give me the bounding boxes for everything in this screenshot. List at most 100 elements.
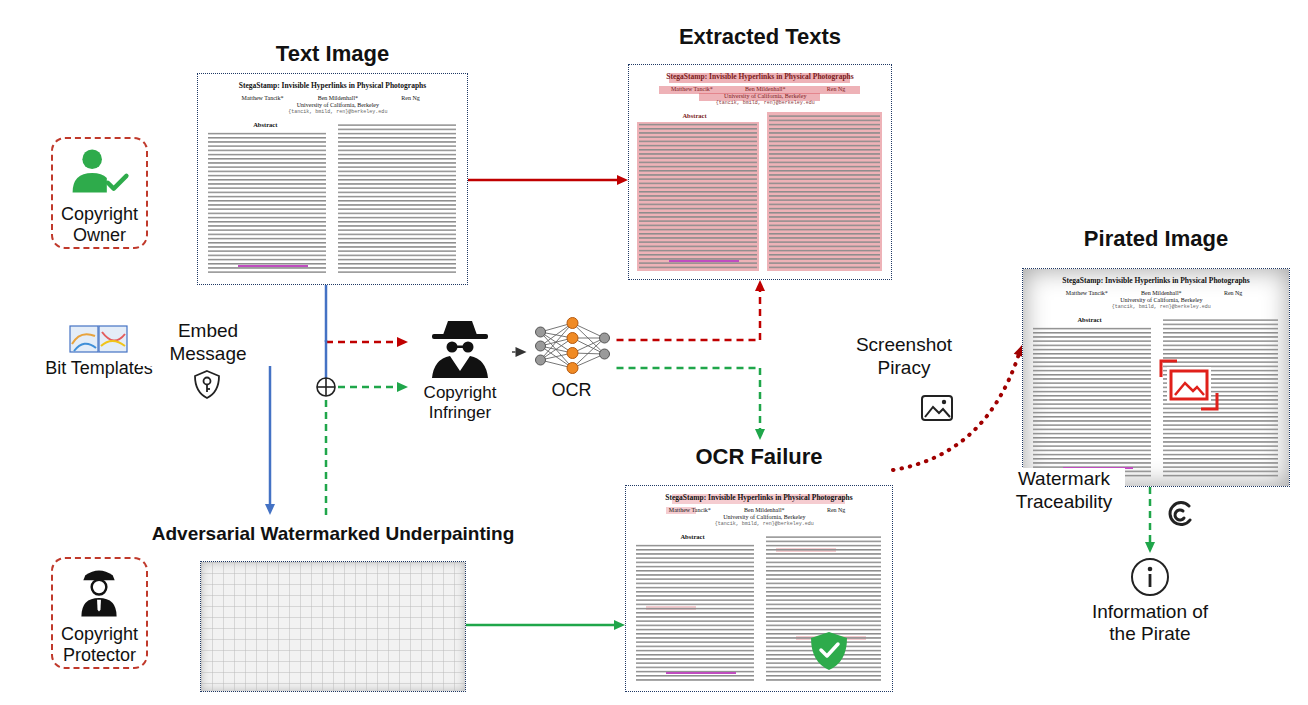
connector-segment [759, 368, 762, 429]
neural-network-icon [527, 314, 617, 376]
document-text: University of California, Berkeley [297, 102, 379, 108]
icon-holder [1060, 555, 1240, 601]
icon-holder [53, 565, 146, 624]
actor-box: Copyright Owner [51, 137, 148, 249]
icon-holder [408, 317, 512, 383]
image-heading: Text Image [276, 41, 389, 67]
document-text: StegaStamp: Invisible Hyperlinks in Phys… [666, 73, 853, 81]
connector-segment [269, 350, 272, 504]
info-icon [1060, 555, 1240, 597]
image-heading: Extracted Texts [679, 24, 841, 50]
connector-segment [326, 386, 397, 389]
connector [617, 368, 766, 440]
arrow-head [755, 280, 765, 291]
arrow-head [397, 337, 408, 347]
image-heading: Pirated Image [1084, 226, 1228, 252]
arrow-head [755, 429, 765, 440]
document-text: Ben Mildenhall* [1141, 290, 1182, 296]
document-text: {tancik, bmild, ren}@berkeley.edu [1112, 305, 1211, 310]
document-text: Matthew Tancik* [669, 507, 711, 513]
owner-icon [53, 145, 146, 200]
document-text: Ren Ng [827, 507, 846, 513]
document-text: Ben Mildenhall* [318, 95, 359, 101]
arrow-head [617, 175, 628, 185]
connector [617, 280, 766, 340]
arrow-head [1145, 542, 1155, 553]
document-text: Abstract [253, 122, 277, 129]
document-text: Ren Ng [401, 95, 420, 101]
document-page: StegaStamp: Invisible Hyperlinks in Phys… [1022, 268, 1290, 487]
key-shield-icon [195, 371, 219, 398]
connector [174, 350, 275, 515]
success-badge [811, 632, 847, 670]
node-label: OCR [532, 380, 612, 401]
connector-segment [325, 285, 328, 342]
underpainting-grid [200, 561, 466, 692]
document-text: Matthew Tancik* [671, 86, 713, 92]
watermark-underpainting: Adversarial Watermarked Underpainting [200, 515, 466, 692]
connector [1145, 487, 1155, 553]
icon-node: Copyright Infringer [408, 315, 512, 432]
image-icon [922, 396, 952, 420]
document-text: StegaStamp: Invisible Hyperlinks in Phys… [239, 82, 426, 90]
node-label: Information of the Pirate [1080, 601, 1220, 645]
document-image: OCR FailureStegaStamp: Invisible Hyperli… [625, 440, 893, 692]
document-text: Abstract [1077, 317, 1101, 324]
connector [466, 620, 625, 630]
icon-holder [53, 145, 146, 204]
document-text: Matthew Tancik* [1066, 290, 1108, 296]
document-text: {tancik, bmild, ren}@berkeley.edu [716, 101, 815, 106]
infringer-icon [408, 317, 512, 379]
node-label: Copyright Protector [56, 624, 143, 665]
xor-symbol [317, 378, 335, 396]
document-text: University of California, Berkeley [1120, 297, 1202, 303]
document-page: StegaStamp: Invisible Hyperlinks in Phys… [197, 73, 468, 285]
image-heading: OCR Failure [695, 444, 822, 470]
blue-connector-stub [325, 340, 328, 378]
connector [326, 382, 408, 515]
arrow-head [614, 620, 625, 630]
document-text: {tancik, bmild, ren}@berkeley.edu [715, 522, 814, 527]
connector-segment [617, 367, 761, 370]
document-page: StegaStamp: Invisible Hyperlinks in Phys… [628, 64, 892, 280]
connector-segment [512, 351, 516, 352]
document-text: University of California, Berkeley [723, 514, 805, 520]
document-text: Ren Ng [827, 86, 846, 92]
connector-segment [325, 387, 328, 515]
connector [468, 175, 628, 185]
document-text: {tancik, bmild, ren}@berkeley.edu [288, 110, 387, 115]
document-text: Matthew Tancik* [242, 95, 284, 101]
icon-holder [527, 314, 617, 380]
document-text: Abstract [680, 534, 704, 541]
document-text: Ben Mildenhall* [745, 86, 786, 92]
connector-segment [759, 291, 762, 340]
document-text: StegaStamp: Invisible Hyperlinks in Phys… [1062, 277, 1249, 285]
node-label: Copyright Owner [56, 204, 143, 245]
document-text: StegaStamp: Invisible Hyperlinks in Phys… [665, 494, 852, 502]
connector-segment [468, 179, 617, 182]
edge-label: Screenshot Piracy [838, 334, 970, 380]
document-text: Ben Mildenhall* [744, 507, 785, 513]
police-icon [53, 565, 146, 620]
document-text: Abstract [682, 113, 706, 120]
connector-segment [1149, 487, 1152, 542]
connector [512, 347, 527, 357]
document-image: Extracted TextsStegaStamp: Invisible Hyp… [628, 20, 892, 280]
document-image: Text ImageStegaStamp: Invisible Hyperlin… [197, 37, 468, 285]
grid-texture [201, 562, 466, 692]
arrow-head [265, 504, 275, 515]
connector [326, 285, 408, 347]
edge-label: Embed Message [138, 320, 278, 366]
connector-segment [617, 339, 761, 342]
image-heading: Adversarial Watermarked Underpainting [152, 523, 515, 545]
document-image: Pirated ImageStegaStamp: Invisible Hyper… [1022, 222, 1290, 487]
pirated-mark [1161, 361, 1217, 409]
actor-box: Copyright Protector [51, 557, 148, 669]
connector-segment [466, 624, 614, 627]
document-text: Ren Ng [1224, 290, 1243, 296]
arrow-head [397, 382, 408, 392]
document-page: StegaStamp: Invisible Hyperlinks in Phys… [625, 485, 893, 692]
node-label: Copyright Infringer [413, 383, 507, 422]
edge-label: Watermark Traceability [1003, 468, 1125, 514]
